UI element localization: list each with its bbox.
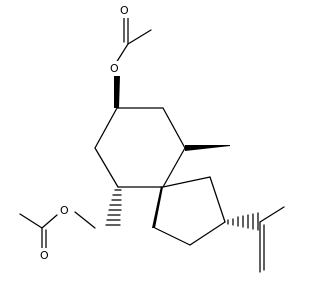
bond-top-methyl-carbonyl bbox=[127, 29, 152, 45]
atom-label-carbonyl-oxygen-top: O bbox=[120, 4, 129, 17]
bond-ring-c2-c3 bbox=[162, 107, 186, 149]
bond-ring-c6-c1 bbox=[94, 107, 118, 149]
atom-label-ester-oxygen-top: O bbox=[110, 62, 119, 75]
hashed-bond-acetoxymethyl bbox=[105, 189, 122, 226]
molecule-structure-diagram: O O O O bbox=[19, 3, 285, 273]
bond-pent-c2-c3 bbox=[189, 221, 226, 246]
bond-top-carbonyl-ester-o bbox=[115, 43, 129, 64]
acetoxymethyl-group bbox=[19, 211, 96, 249]
atom-label-ester-oxygen-bottom: O bbox=[60, 204, 69, 217]
bond-isopropenyl-methyl bbox=[259, 206, 285, 223]
bond-bottom-carbonyl-methyl bbox=[19, 213, 43, 229]
hashed-bond-isopropenyl bbox=[227, 212, 259, 231]
bond-pent-c1-c2 bbox=[209, 176, 226, 223]
isopropenyl-group bbox=[259, 206, 285, 273]
cyclohexane-ring bbox=[94, 107, 186, 188]
wedge-bond-top-oxygen bbox=[114, 76, 120, 108]
atom-labels: O O O O bbox=[38, 3, 132, 263]
wedge-bond-methyl bbox=[185, 145, 230, 151]
bond-ring-c3-spiro bbox=[162, 147, 186, 188]
atom-label-carbonyl-oxygen-bottom: O bbox=[40, 249, 49, 262]
bond-pent-spiro-c1 bbox=[162, 176, 211, 188]
bond-ch2-ester-o bbox=[74, 211, 96, 229]
cyclopentane-ring bbox=[154, 176, 226, 246]
wedge-bond-spiro bbox=[152, 186, 163, 228]
bond-bottom-ester-o-carbonyl bbox=[41, 214, 58, 229]
bond-pent-c3-c4 bbox=[154, 227, 191, 246]
bond-ring-c5-c6 bbox=[94, 147, 119, 188]
acetate-group-top bbox=[115, 17, 152, 64]
